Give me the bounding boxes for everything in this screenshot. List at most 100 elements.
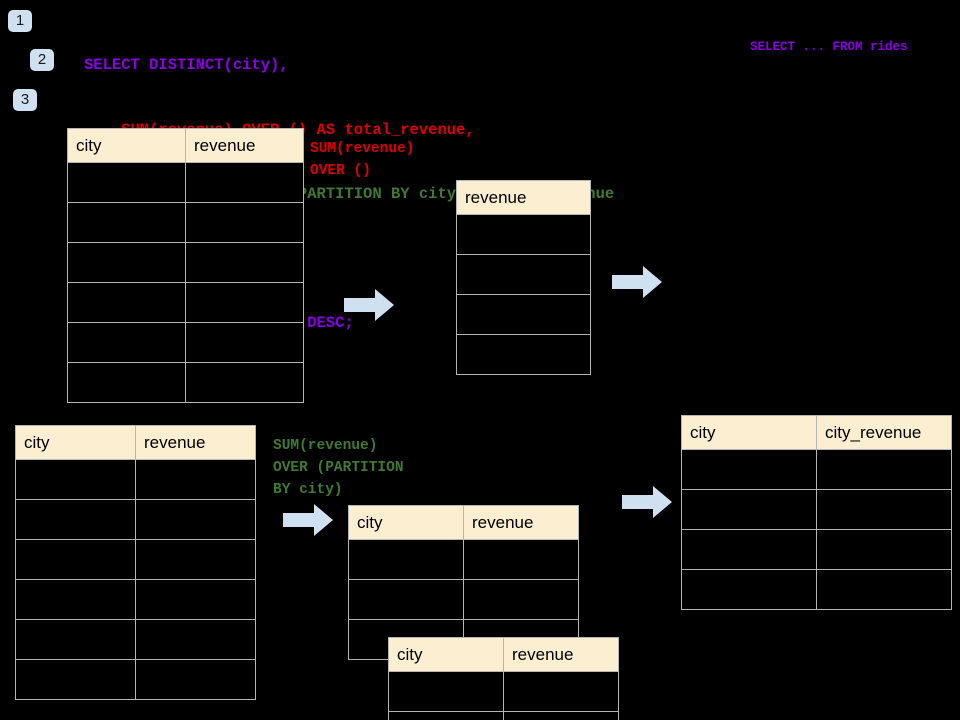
cell: [456, 214, 591, 255]
table-row: [456, 334, 591, 375]
table-row: [15, 659, 256, 700]
table-header-row: city city_revenue: [681, 415, 952, 450]
table-row: [15, 459, 256, 500]
arrow-source-to-partition: [283, 503, 333, 537]
cell: [67, 162, 186, 203]
cell: [185, 282, 304, 323]
side-note-select-from-rides: SELECT ... FROM rides: [750, 40, 908, 54]
table-row: [456, 294, 591, 335]
table-row: [348, 579, 579, 620]
cell: [185, 362, 304, 403]
cell: [67, 322, 186, 363]
table-row: [681, 529, 952, 570]
column-header-city: city: [15, 425, 136, 460]
sql-line-select: SELECT DISTINCT(city),: [84, 56, 289, 74]
cell: [456, 334, 591, 375]
step-badge-3: 3: [13, 89, 37, 111]
column-header-revenue: revenue: [456, 180, 591, 215]
table-row: [67, 282, 304, 323]
cell: [15, 499, 136, 540]
cell: [135, 459, 256, 500]
table-row: [456, 254, 591, 295]
table-partition-back: city revenue: [348, 505, 579, 660]
cell: [15, 579, 136, 620]
cell: [388, 711, 504, 720]
cell: [185, 322, 304, 363]
table-row: [67, 322, 304, 363]
table-header-row: city revenue: [67, 128, 304, 163]
table-header-row: revenue: [456, 180, 591, 215]
table-row: [15, 619, 256, 660]
cell: [67, 242, 186, 283]
table-row: [681, 569, 952, 610]
column-header-revenue: revenue: [135, 425, 256, 460]
table-row: [456, 214, 591, 255]
step-badge-2: 2: [30, 49, 54, 71]
cell: [185, 162, 304, 203]
table-row: [67, 162, 304, 203]
table-row: [15, 499, 256, 540]
cell: [135, 499, 256, 540]
table-result: city city_revenue: [681, 415, 952, 610]
table-header-row: city revenue: [15, 425, 256, 460]
annotation-total-revenue: SUM(revenue) OVER (): [310, 141, 415, 179]
cell: [67, 282, 186, 323]
arrow-source-to-revenue: [344, 288, 394, 322]
step-badge-1: 1: [8, 10, 32, 32]
cell: [681, 489, 817, 530]
cell: [503, 711, 619, 720]
cell: [681, 569, 817, 610]
cell: [456, 254, 591, 295]
cell: [463, 539, 579, 580]
cell: [816, 449, 952, 490]
table-row: [67, 362, 304, 403]
cell: [135, 619, 256, 660]
table-header-row: city revenue: [388, 637, 619, 672]
column-header-revenue: revenue: [503, 637, 619, 672]
cell: [15, 619, 136, 660]
cell: [15, 539, 136, 580]
cell: [681, 449, 817, 490]
table-header-row: city revenue: [348, 505, 579, 540]
column-header-city: city: [67, 128, 186, 163]
table-source-top: city revenue: [67, 128, 304, 403]
cell: [503, 671, 619, 712]
table-row: [15, 579, 256, 620]
cell: [348, 579, 464, 620]
table-row: [348, 539, 579, 580]
arrow-partition-to-result: [622, 485, 672, 519]
column-header-city: city: [681, 415, 817, 450]
column-header-city: city: [348, 505, 464, 540]
cell: [185, 242, 304, 283]
table-row: [15, 539, 256, 580]
table-row: [388, 711, 619, 720]
cell: [67, 362, 186, 403]
table-source-bottom: city revenue: [15, 425, 256, 700]
cell: [135, 539, 256, 580]
table-revenue-aggregate: revenue: [456, 180, 591, 375]
cell: [816, 489, 952, 530]
cell: [456, 294, 591, 335]
table-row: [67, 202, 304, 243]
cell: [67, 202, 186, 243]
cell: [15, 459, 136, 500]
cell: [388, 671, 504, 712]
cell: [185, 202, 304, 243]
column-header-city: city: [388, 637, 504, 672]
cell: [816, 529, 952, 570]
cell: [816, 569, 952, 610]
table-row: [681, 489, 952, 530]
cell: [15, 659, 136, 700]
column-header-revenue: revenue: [463, 505, 579, 540]
cell: [681, 529, 817, 570]
cell: [135, 579, 256, 620]
arrow-revenue-to-result: [612, 265, 662, 299]
table-row: [67, 242, 304, 283]
cell: [135, 659, 256, 700]
cell: [348, 539, 464, 580]
table-row: [388, 671, 619, 712]
table-row: [681, 449, 952, 490]
cell: [463, 579, 579, 620]
column-header-revenue: revenue: [185, 128, 304, 163]
